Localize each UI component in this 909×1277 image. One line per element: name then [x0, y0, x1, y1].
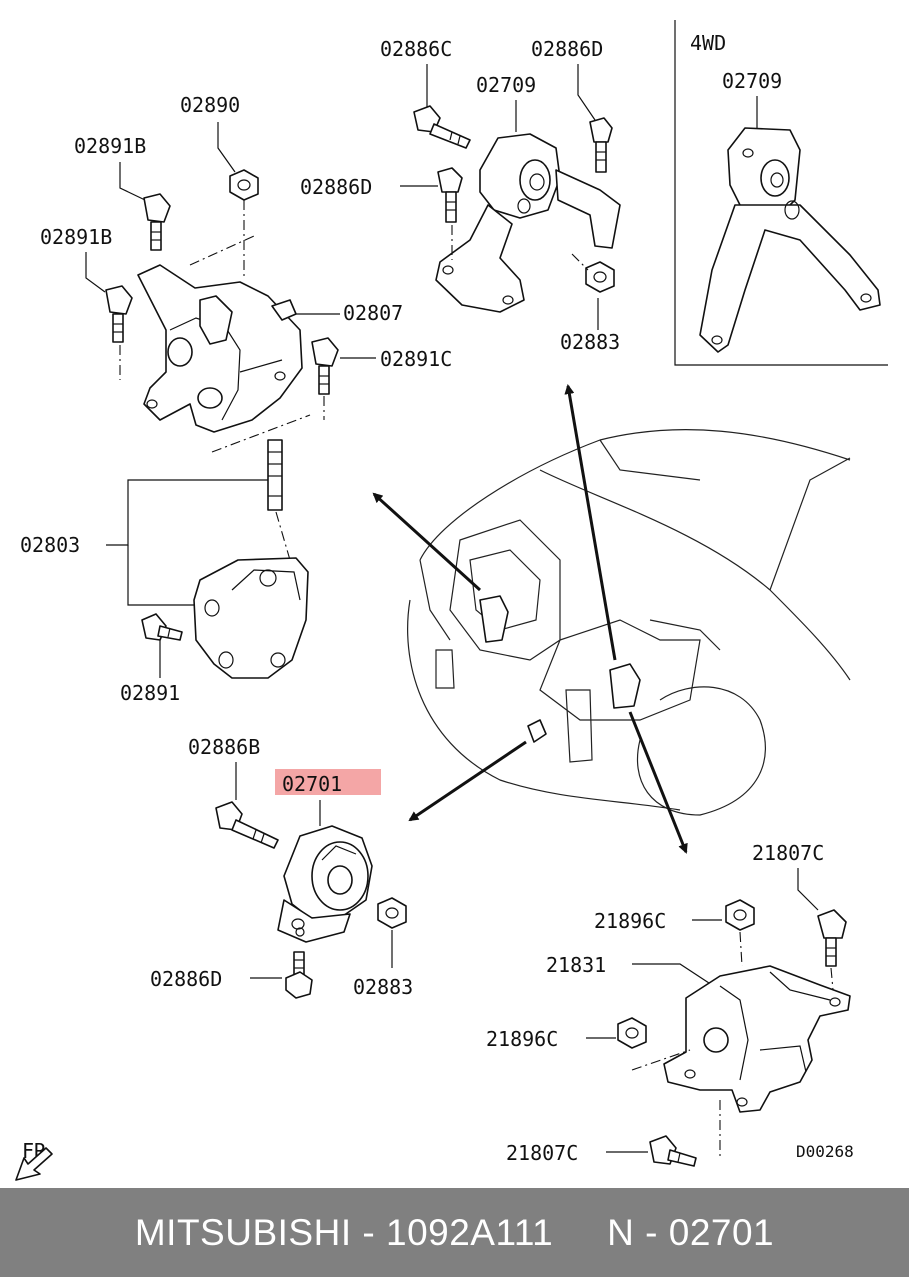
- brand-name: MITSUBISHI: [134, 1211, 352, 1253]
- transfer-mount-21831: [663, 965, 851, 1113]
- label-21831: 21831: [546, 953, 606, 977]
- label-21807c-low: 21807C: [506, 1141, 578, 1165]
- label-02886d-top: 02886D: [531, 37, 603, 61]
- label-02883-top: 02883: [560, 330, 620, 354]
- bolt-21807c-top: [817, 909, 847, 967]
- bolt-02891: [141, 613, 183, 641]
- rear-mount-bracket: [435, 133, 621, 313]
- caption-gap: [553, 1212, 607, 1254]
- bolt-02891b-a: [143, 193, 171, 251]
- label-02807: 02807: [343, 301, 403, 325]
- highlight-02701: [275, 769, 381, 795]
- stud-02803: [267, 439, 283, 511]
- inset-title: 4WD: [690, 31, 726, 55]
- label-inset-02709: 02709: [722, 69, 782, 93]
- bolt-21807c-low: [649, 1135, 697, 1167]
- part-caption-bar: MITSUBISHI - 1092A111 N - 02701: [0, 1188, 909, 1277]
- bolt-02891c: [311, 337, 339, 395]
- nut-02883-top: [585, 261, 615, 293]
- inset-4wd: 4WD 02709: [674, 20, 888, 366]
- transfer-mount-group: 21807C 21896C 21831 21896C 21807C: [486, 841, 851, 1167]
- fr-arrow-icon: [15, 1147, 53, 1181]
- vehicle-outline: [407, 428, 851, 816]
- label-02890: 02890: [180, 93, 240, 117]
- rear-mount-bracket-4wd: [699, 127, 881, 353]
- front-mount-group: 02886B 02701 02886D 02883: [150, 735, 413, 999]
- label-02886c: 02886C: [380, 37, 452, 61]
- label-02886b: 02886B: [188, 735, 260, 759]
- diagram-code: D00268: [796, 1142, 854, 1161]
- label-02701: 02701: [282, 772, 342, 796]
- label-02891c: 02891C: [380, 347, 452, 371]
- label-21807c-top: 21807C: [752, 841, 824, 865]
- nut-02883-low: [377, 897, 407, 929]
- label-02886d-mid: 02886D: [300, 175, 372, 199]
- part-number: 1092A111: [386, 1211, 554, 1253]
- label-02891b-b: 02891B: [40, 225, 112, 249]
- engine-mount-group: 02890 02891B 02891B 02807 02891C: [40, 93, 452, 453]
- diagram-position: N - 02701: [607, 1211, 775, 1253]
- label-02803: 02803: [20, 533, 80, 557]
- bolt-02886d-low: [285, 951, 313, 999]
- label-02891b-a: 02891B: [74, 134, 146, 158]
- label-21896c-top: 21896C: [594, 909, 666, 933]
- caption-separator: -: [351, 1211, 386, 1253]
- nut-02890: [229, 169, 259, 201]
- label-02891: 02891: [120, 681, 180, 705]
- nut-21896c-low: [617, 1017, 647, 1049]
- bolt-02886b: [215, 801, 279, 849]
- front-direction-indicator: FR: [15, 1139, 53, 1181]
- nut-21896c-top: [725, 899, 755, 931]
- bracket-02803: [193, 557, 309, 679]
- label-21896c-low: 21896C: [486, 1027, 558, 1051]
- rear-mount-group: 02886C 02886D 02709 02886D 02883: [300, 37, 621, 354]
- bolt-02891b-b: [105, 285, 133, 343]
- bolt-02886d-mid: [437, 167, 463, 223]
- parts-diagram: 4WD 02709 02886C 02886D 02709 02886D 028…: [15, 20, 888, 1181]
- engine-mount-body: [137, 264, 303, 433]
- bracket-02803-group: 02803 02891: [20, 439, 309, 705]
- bolt-02886d-top: [589, 117, 613, 173]
- front-mount-02701: [277, 825, 373, 943]
- label-02709: 02709: [476, 73, 536, 97]
- label-02883-low: 02883: [353, 975, 413, 999]
- label-02886d-low: 02886D: [150, 967, 222, 991]
- pointer-arrows: [372, 384, 688, 854]
- bolt-02886c: [413, 105, 471, 149]
